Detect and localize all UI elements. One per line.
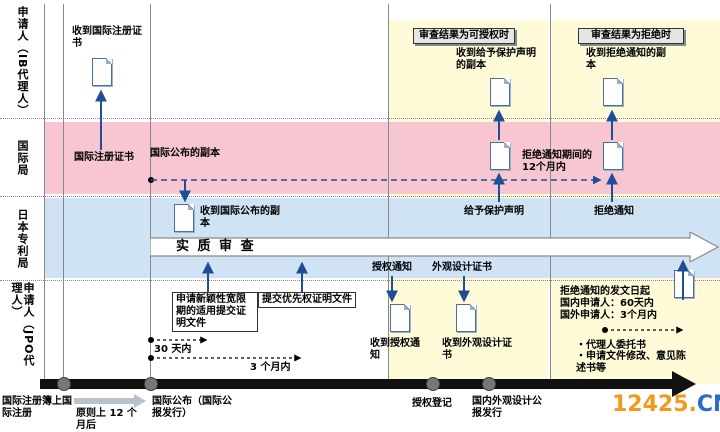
receive-protection-copy-text: 收到给予保护声明的副本 [456, 48, 536, 71]
left-border [44, 4, 45, 384]
refusal-dispatch-text: 拒绝通知的发文日起 [560, 286, 650, 297]
grant-protection-text: 给予保护声明 [464, 206, 524, 217]
refusal-notice-text: 拒绝通知 [594, 206, 634, 217]
grant-protection-document-icon [490, 142, 510, 170]
timeline-node-grant-reg [426, 377, 440, 391]
principle-12-text: 原则上 12 个月后 [76, 408, 137, 431]
domestic-applicant-text: 国内申请人：60天内 [560, 298, 654, 309]
receive-grant-notice-text: 收到授权通知 [370, 338, 420, 361]
refusal-period-text: 拒绝通知期间的12个月内 [522, 150, 592, 173]
protection-copy-document-icon [490, 78, 510, 106]
receive-intl-cert-text: 收到国际注册证书 [72, 26, 142, 49]
row-label-applicant-jpo: 申请人（JPO代理人） [10, 282, 35, 367]
months-3-text: 3 个月内 [250, 362, 291, 373]
row-separator [0, 196, 720, 197]
intl-cert-document-icon [92, 58, 112, 86]
timeline-node-intl-reg [57, 377, 71, 391]
intl-reg-date-text: 国际注册簿上国际注册 [2, 396, 72, 419]
row-label-applicant-ib: 申请人（IB代理人） [16, 5, 29, 117]
substantive-exam-arrow [150, 232, 720, 262]
refusal-copy-document-icon [603, 78, 623, 106]
intl-pub-copy-document-icon [174, 204, 194, 232]
substantive-exam-text: 实 质 审 查 [176, 239, 256, 254]
row-separator [0, 280, 720, 281]
bullet-agent-text: ・代理人委托书 [576, 340, 646, 351]
column-line-3 [388, 4, 389, 384]
receive-copy-intl-pub-text: 收到国际公布的副本 [200, 206, 280, 229]
column-line-4 [550, 4, 551, 384]
refusal-document-icon [603, 142, 623, 170]
copy-intl-pub-text: 国际公布的副本 [150, 148, 220, 159]
grant-notice-document-icon [390, 304, 410, 332]
row-separator [0, 118, 720, 119]
domestic-pub-text: 国内外观设计公报发行 [472, 396, 542, 419]
grant-reg-text: 授权登记 [412, 398, 452, 409]
design-cert-text: 外观设计证书 [432, 262, 492, 273]
header-refusal-case: 审查结果为拒绝时 [578, 28, 684, 44]
receive-design-cert-text: 收到外观设计证书 [442, 338, 512, 361]
priority-doc-box: 提交优先权证明文件 [258, 292, 356, 308]
timeline-node-domestic-pub [482, 377, 496, 391]
days-30-text: 30 天内 [154, 344, 192, 355]
row-label-jpo: 日本专利局 [16, 209, 29, 269]
foreign-applicant-text: 国外申请人：3个月内 [560, 310, 657, 321]
watermark-dot: . [688, 392, 697, 417]
watermark-suffix: CN [696, 392, 720, 417]
row-label-intl-bureau: 国际局 [16, 140, 29, 176]
column-line-1 [63, 4, 64, 384]
intl-cert-text: 国际注册证书 [74, 152, 134, 163]
grace-period-box: 申请新颖性宽限期的适用提交证明文件 [172, 292, 258, 332]
watermark-digits: 12425 [612, 392, 689, 417]
intl-pub-text: 国际公布（国际公报发行） [152, 396, 232, 419]
timeline-node-intl-pub [144, 377, 158, 391]
header-grant-case: 审查结果为可授权时 [413, 28, 515, 44]
column-line-2 [150, 4, 151, 384]
grant-notice-text: 授权通知 [372, 262, 412, 273]
site-watermark: 12425.CN [612, 392, 720, 417]
bullet-amend-text: ・申请文件修改、意见陈述书等 [576, 351, 686, 374]
design-cert-document-icon [456, 304, 476, 332]
receive-refusal-copy-text: 收到拒绝通知的副本 [586, 48, 666, 71]
